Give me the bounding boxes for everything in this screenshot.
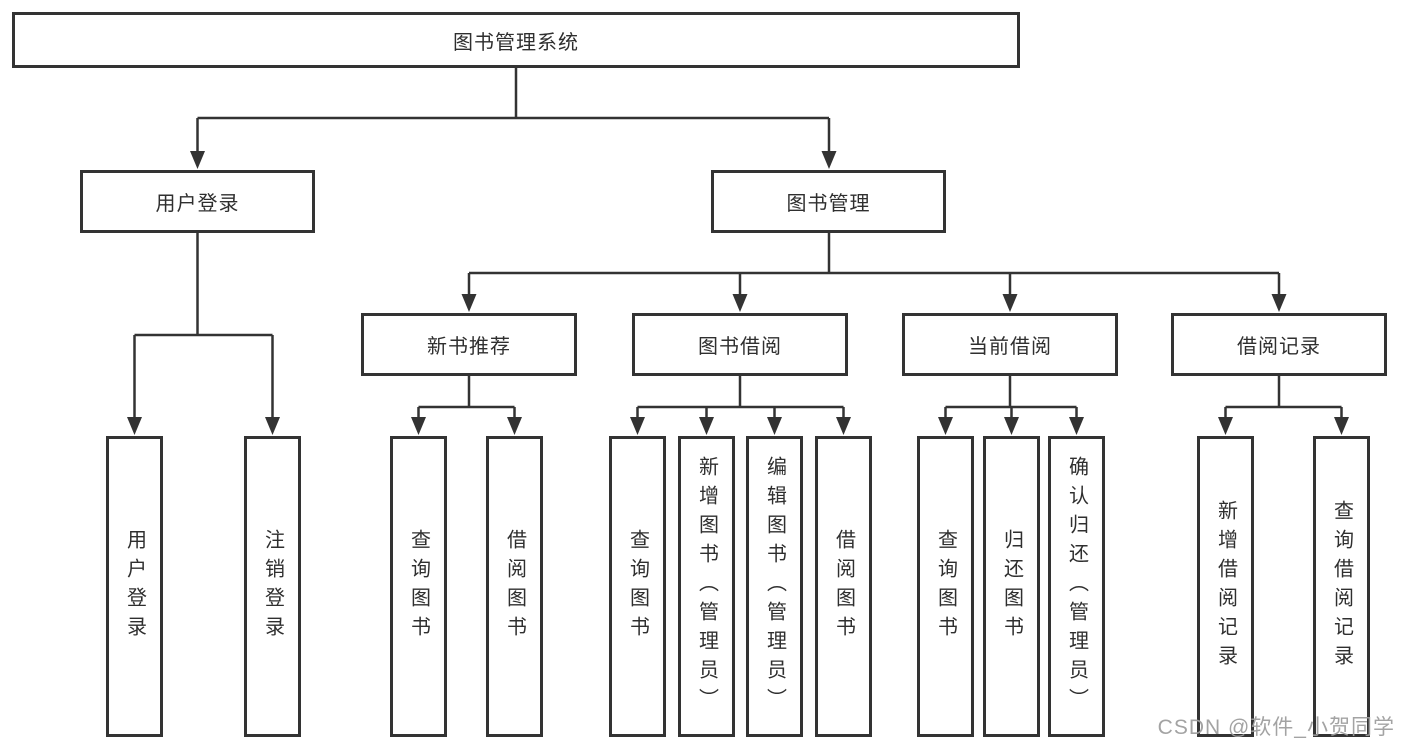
arrowhead	[507, 417, 522, 435]
leaf-newbook-borrow-book: 借阅图书	[486, 436, 543, 737]
leaf-records-query-record: 查询借阅记录	[1313, 436, 1370, 737]
node-borrow-records: 借阅记录	[1171, 313, 1387, 376]
leaf-label: 查询图书	[626, 528, 649, 645]
leaf-label: 查询借阅记录	[1330, 499, 1353, 674]
arrowhead	[836, 417, 851, 435]
leaf-newbook-query-book: 查询图书	[390, 436, 447, 737]
arrowhead	[1004, 417, 1019, 435]
connector-root-to-level2	[196, 68, 831, 153]
arrowhead	[699, 417, 714, 435]
arrowhead	[127, 417, 142, 435]
node-user-login: 用户登录	[80, 170, 315, 233]
leaf-borrow-borrow-book: 借阅图书	[815, 436, 872, 737]
leaf-label: 用户登录	[123, 528, 146, 645]
connector-userlogin-to-leaves	[133, 233, 274, 419]
arrowhead	[1218, 417, 1233, 435]
leaf-user-login: 用户登录	[106, 436, 163, 737]
leaf-label: 借阅图书	[503, 528, 526, 645]
arrowhead	[1271, 294, 1287, 312]
node-new-book-recommend: 新书推荐	[361, 313, 577, 376]
leaf-label: 借阅图书	[832, 528, 855, 645]
leaf-label: 归还图书	[1000, 528, 1023, 645]
node-book-management: 图书管理	[711, 170, 946, 233]
node-book-borrow: 图书借阅	[632, 313, 848, 376]
arrowhead	[938, 417, 953, 435]
connector-borrow-to-leaves	[636, 376, 845, 419]
arrowhead	[265, 417, 280, 435]
leaf-records-add-record: 新增借阅记录	[1197, 436, 1254, 737]
leaf-label: 查询图书	[934, 528, 957, 645]
leaf-borrow-add-book-admin: 新增图书（管理员）	[678, 436, 735, 737]
csdn-watermark: CSDN @软件_小贺同学	[1157, 716, 1395, 739]
connector-current-to-leaves	[944, 376, 1078, 419]
arrowhead	[630, 417, 645, 435]
arrowhead	[1002, 294, 1018, 312]
leaf-logout: 注销登录	[244, 436, 301, 737]
leaf-borrow-edit-book-admin: 编辑图书（管理员）	[746, 436, 803, 737]
connector-bookmgmt-to-level3	[467, 233, 1281, 296]
connector-records-to-leaves	[1224, 376, 1343, 419]
leaf-label: 编辑图书（管理员）	[763, 456, 786, 717]
arrowhead	[461, 294, 477, 312]
leaf-current-query-book: 查询图书	[917, 436, 974, 737]
leaf-label: 确认归还（管理员）	[1065, 456, 1088, 717]
arrowhead	[411, 417, 426, 435]
leaf-label: 新增图书（管理员）	[695, 456, 718, 717]
arrowhead	[732, 294, 748, 312]
arrowhead	[1069, 417, 1084, 435]
arrowhead	[767, 417, 782, 435]
leaf-label: 注销登录	[261, 528, 284, 645]
node-root: 图书管理系统	[12, 12, 1020, 68]
leaf-current-confirm-return-admin: 确认归还（管理员）	[1048, 436, 1105, 737]
arrowhead	[190, 151, 205, 169]
node-current-borrow: 当前借阅	[902, 313, 1118, 376]
leaf-label: 查询图书	[407, 528, 430, 645]
leaf-current-return-book: 归还图书	[983, 436, 1040, 737]
leaf-borrow-query-book: 查询图书	[609, 436, 666, 737]
leaf-label: 新增借阅记录	[1214, 499, 1237, 674]
arrowhead	[1334, 417, 1349, 435]
arrowhead	[821, 151, 837, 169]
connector-newbook-to-leaves	[417, 376, 516, 419]
